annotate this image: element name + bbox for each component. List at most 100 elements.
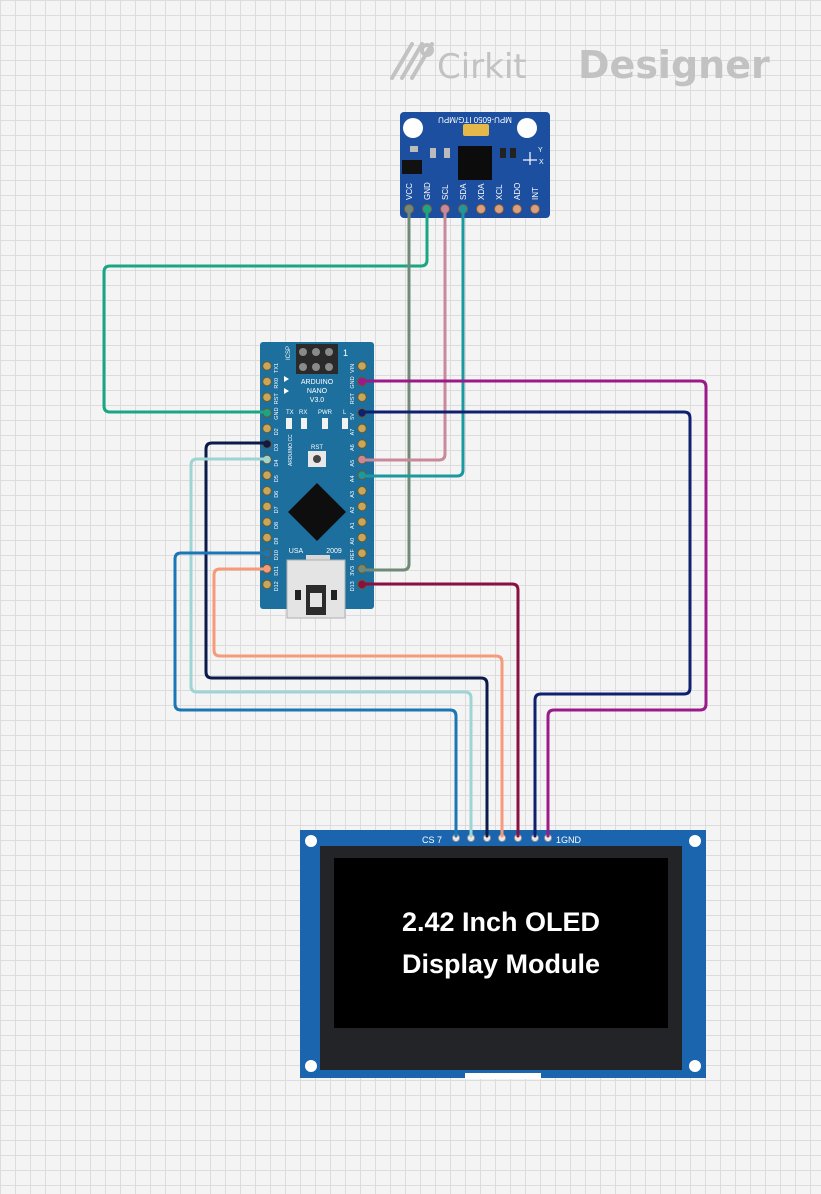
nano-pin-d2[interactable] [262, 423, 272, 434]
wire-nano-d3-to-oled[interactable] [204, 441, 489, 838]
nano-pin-r-label-5v: 5V [350, 413, 356, 420]
oled-caption-line2: Display Module [402, 949, 600, 979]
wire-nano-gnd-to-oled-gnd[interactable] [360, 379, 708, 838]
nano-left-pins [262, 361, 272, 590]
oled-screen [334, 858, 668, 1028]
nano-pin-label-tx1: TX1 [274, 363, 280, 373]
wire-mpu-gnd-to-nano-gnd[interactable] [102, 207, 429, 414]
nano-pin-r-label-a1: A1 [350, 522, 356, 529]
nano-pin-label-d3: D3 [274, 444, 280, 451]
nano-pin-r-ref[interactable] [357, 548, 367, 559]
nano-pin-r-label-a7: A7 [350, 429, 356, 436]
arduino-nano[interactable]: ICSP 1 ARDUINO NANO V3.0 TX RX PWR L RST… [260, 342, 374, 619]
nano-pin-d7[interactable] [262, 501, 272, 512]
mpu-pin-label-sda: SDA [459, 183, 468, 200]
nano-pin-r-label-a0: A0 [350, 538, 356, 545]
atmega-chip [288, 483, 346, 541]
wire-nano-d10-to-oled[interactable] [173, 551, 458, 838]
nano-pin-label-d5: D5 [274, 475, 280, 482]
axis-y-label: Y [538, 147, 543, 154]
mpu-pin-headers [404, 204, 540, 214]
mpu-smd-4 [500, 148, 506, 158]
nano-pin-r-a0[interactable] [357, 532, 367, 543]
nano-pin-r-label-d13: D13 [350, 581, 356, 591]
axis-indicator-icon [523, 152, 537, 165]
oled-hole-top-right [689, 835, 701, 847]
mpu-pin-xcl[interactable] [494, 204, 504, 214]
nano-pin-label-gnd: GND [274, 408, 280, 420]
oled-flex-cable [465, 1073, 541, 1079]
nano-pin-d6[interactable] [262, 486, 272, 496]
wire-nano-d11-to-oled[interactable] [212, 567, 504, 838]
nano-pin-d5[interactable] [262, 470, 272, 481]
wire-mpu-sda-to-nano-a4[interactable] [360, 207, 465, 478]
reset-button-cap [313, 455, 321, 463]
nano-pin-label-rst: RST [274, 393, 280, 405]
nano-pin-r-a7[interactable] [357, 423, 367, 434]
nano-pin-r-label-vin: VIN [350, 364, 356, 373]
nano-pin-r-label-gnd: GND [350, 376, 356, 388]
mpu-pin-ado[interactable] [512, 204, 522, 214]
mpu-smd-3 [444, 148, 450, 158]
nano-pin-r-a2[interactable] [357, 501, 367, 512]
usb-tab-right [331, 590, 337, 600]
nano-pin-rx0[interactable] [262, 376, 272, 387]
rx-arrow-icon [284, 388, 289, 394]
nano-pin-r-a1[interactable] [357, 517, 367, 527]
icsp-label: ICSP [286, 346, 292, 360]
wire-mpu-scl-to-nano-a5[interactable] [360, 207, 447, 462]
axis-x-label: X [539, 159, 544, 166]
nano-title-line2: NANO [307, 388, 328, 395]
tx-arrow-icon [284, 376, 289, 382]
usb-tab-left [295, 590, 301, 600]
oled-module[interactable]: CS 7 1GND 2.42 Inch OLED Display Module [300, 830, 706, 1079]
brand-logo: Cirkit Designer [390, 42, 770, 87]
wire-nano-5v-to-oled-vcc[interactable] [360, 410, 692, 838]
nano-pin-r-a3[interactable] [357, 486, 367, 496]
nano-pin-r-label-a2: A2 [350, 507, 356, 514]
nano-pin-label-d4: D4 [274, 460, 280, 467]
wire-mpu-vcc-to-nano-3v3[interactable] [360, 207, 411, 572]
mpu-pin-label-scl: SCL [441, 184, 450, 200]
rst-label: RST [311, 445, 323, 451]
led-rx-label: RX [299, 410, 307, 416]
mpu-pin-int[interactable] [530, 204, 540, 214]
nano-pin-r-a6[interactable] [357, 439, 367, 449]
nano-pin-d12[interactable] [262, 579, 272, 590]
nano-pin-d9[interactable] [262, 532, 272, 543]
nano-pin-r-label-a5: A5 [350, 460, 356, 467]
brand-suffix: Designer [578, 43, 770, 87]
nano-pin-r-label-a4: A4 [350, 475, 356, 482]
mpu-pin-label-xda: XDA [477, 183, 486, 200]
led-rx [301, 418, 307, 429]
led-pwr [322, 418, 328, 429]
nano-pin-r-label-ref: REF [350, 549, 356, 561]
nano-pin-tx1[interactable] [262, 361, 272, 371]
nano-pin-rst[interactable] [262, 392, 272, 403]
oled-caption-line1: 2.42 Inch OLED [402, 907, 600, 937]
led-l-label: L [343, 410, 347, 416]
nano-pin-r-label-a3: A3 [350, 491, 356, 498]
mpu-chip [458, 146, 492, 180]
usa-label: USA [289, 548, 304, 555]
nano-board [260, 342, 374, 609]
mpu-smd-5 [510, 148, 516, 158]
led-tx [286, 418, 292, 429]
mpu-smd-2 [430, 148, 436, 158]
nano-pin-r-vin[interactable] [357, 361, 367, 371]
icsp-pins [299, 348, 333, 371]
mpu-pin-xda[interactable] [476, 204, 486, 214]
mpu-pin-label-int: INT [531, 187, 540, 200]
led-l [342, 418, 348, 429]
nano-title-line3: V3.0 [310, 397, 325, 404]
wire-nano-d4-to-oled[interactable] [189, 457, 473, 838]
nano-pin-d8[interactable] [262, 517, 272, 527]
mpu-regulator [402, 160, 422, 174]
nano-pin-label-d12: D12 [274, 581, 280, 591]
wire-nano-d13-to-oled[interactable] [360, 582, 520, 838]
nano-pin-r-rst[interactable] [357, 392, 367, 403]
mpu-crystal [463, 124, 489, 136]
